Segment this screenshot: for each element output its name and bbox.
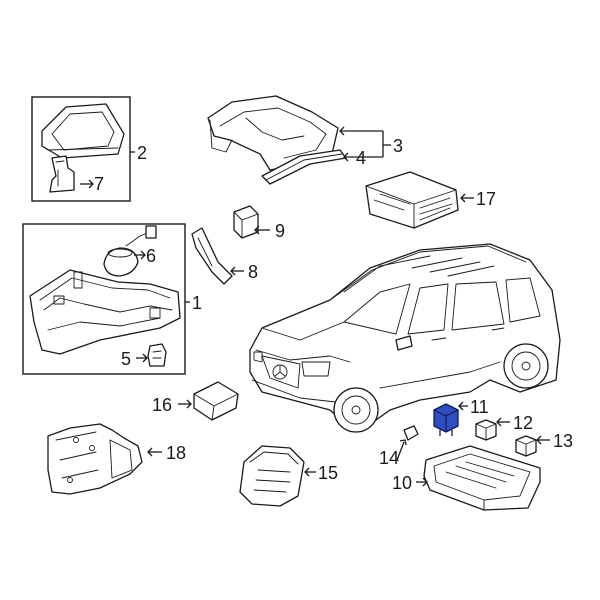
part-17-control-module[interactable]	[365, 171, 459, 229]
callout-14: 14	[379, 448, 399, 468]
part-13-relay[interactable]	[515, 435, 537, 457]
part-6-actuator[interactable]	[103, 225, 157, 277]
vehicle-outline	[249, 243, 561, 433]
callout-16: 16	[152, 395, 172, 415]
part-8-bracket[interactable]	[191, 227, 233, 285]
part-4-gasket[interactable]	[261, 149, 347, 185]
group-box-1-5-6	[22, 223, 186, 375]
part-7-bracket[interactable]	[49, 155, 75, 193]
callout-11: 11	[470, 397, 489, 417]
callout-17: 17	[476, 189, 496, 209]
part-2-cover[interactable]	[41, 103, 125, 159]
leader-14	[396, 441, 405, 461]
callout-15: 15	[318, 463, 338, 483]
callout-1: 1	[192, 293, 202, 313]
part-11-relay-highlighted[interactable]	[433, 403, 459, 436]
callout-18: 18	[166, 443, 186, 463]
group-box-2-7	[31, 96, 131, 202]
callout-9: 9	[275, 221, 285, 241]
callout-3: 3	[393, 136, 403, 156]
callout-8: 8	[248, 262, 258, 282]
part-12-relay[interactable]	[475, 419, 497, 441]
part-15-control-unit[interactable]	[239, 445, 305, 507]
part-18-panel-bracket[interactable]	[47, 423, 143, 495]
part-16-module[interactable]	[193, 381, 239, 421]
callout-13: 13	[553, 431, 573, 451]
part-1-tray[interactable]	[29, 269, 181, 355]
part-14-cap[interactable]	[403, 425, 419, 441]
callout-5: 5	[121, 349, 131, 369]
part-9-relay[interactable]	[233, 205, 259, 239]
callout-6: 6	[146, 246, 156, 266]
callout-4: 4	[356, 148, 366, 168]
callout-12: 12	[513, 413, 533, 433]
callout-10: 10	[392, 473, 412, 493]
part-10-relay-box[interactable]	[423, 445, 541, 511]
callout-2: 2	[137, 143, 147, 163]
part-5-clip[interactable]	[147, 343, 167, 367]
callout-7: 7	[94, 174, 104, 194]
